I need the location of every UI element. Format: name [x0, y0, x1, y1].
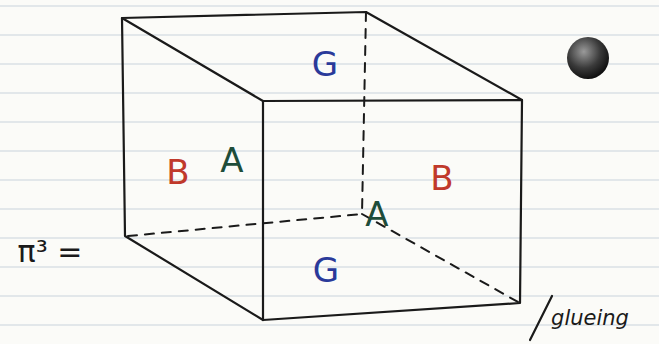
- ruled-line: [0, 6, 659, 7]
- ruled-line: [0, 296, 659, 297]
- ruled-line: [0, 93, 659, 94]
- ruled-line: [0, 238, 659, 239]
- space-name: π³ =: [18, 237, 83, 267]
- face-label: G: [313, 253, 339, 287]
- ruled-line: [0, 151, 659, 152]
- hidden-edges: [128, 12, 518, 302]
- cube-edges: [122, 12, 522, 320]
- face-label: B: [430, 161, 453, 195]
- ruled-line: [0, 35, 659, 36]
- ruled-line: [0, 122, 659, 123]
- face-label: A: [365, 197, 388, 231]
- note: glueing: [551, 308, 629, 329]
- face-label: G: [312, 47, 338, 81]
- ruled-lines: [0, 6, 659, 325]
- face-label: B: [166, 155, 189, 189]
- quotient-slash: [530, 296, 552, 340]
- face-label: A: [220, 143, 243, 177]
- ruled-line: [0, 209, 659, 210]
- ruled-line: [0, 180, 659, 181]
- ball-dot: [567, 37, 609, 79]
